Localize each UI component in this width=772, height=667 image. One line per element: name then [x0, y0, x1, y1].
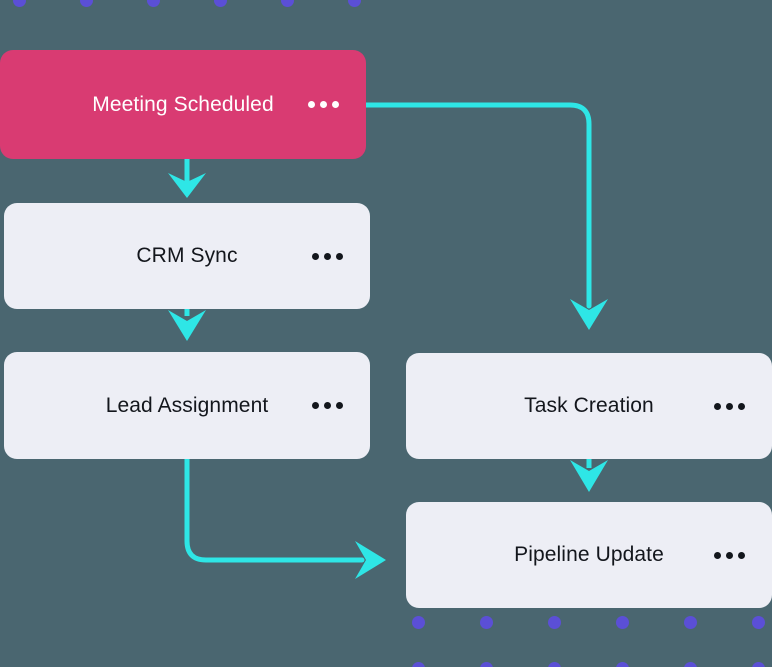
more-options-icon[interactable]: [312, 402, 343, 409]
connector-meeting-to-task: [363, 102, 608, 330]
more-options-icon[interactable]: [714, 551, 745, 559]
node-lead-assignment[interactable]: Lead Assignment: [4, 352, 370, 459]
node-pipeline-update[interactable]: Pipeline Update: [406, 502, 772, 608]
connector-lead-to-pipeline: [184, 456, 386, 579]
node-label: Task Creation: [524, 394, 654, 417]
node-label: CRM Sync: [136, 244, 238, 267]
connector-crm-to-lead: [168, 309, 206, 341]
node-label: Pipeline Update: [514, 543, 664, 566]
node-meeting-scheduled[interactable]: Meeting Scheduled: [0, 50, 366, 159]
connector-meeting-to-crm: [168, 159, 206, 198]
node-crm-sync[interactable]: CRM Sync: [4, 203, 370, 309]
node-label: Meeting Scheduled: [92, 92, 274, 116]
connector-task-to-pipeline: [570, 459, 608, 492]
node-label: Lead Assignment: [105, 393, 269, 417]
more-options-icon[interactable]: [312, 252, 343, 260]
more-options-icon[interactable]: [714, 402, 745, 410]
node-task-creation[interactable]: Task Creation: [406, 353, 772, 459]
more-options-icon[interactable]: [308, 101, 339, 108]
